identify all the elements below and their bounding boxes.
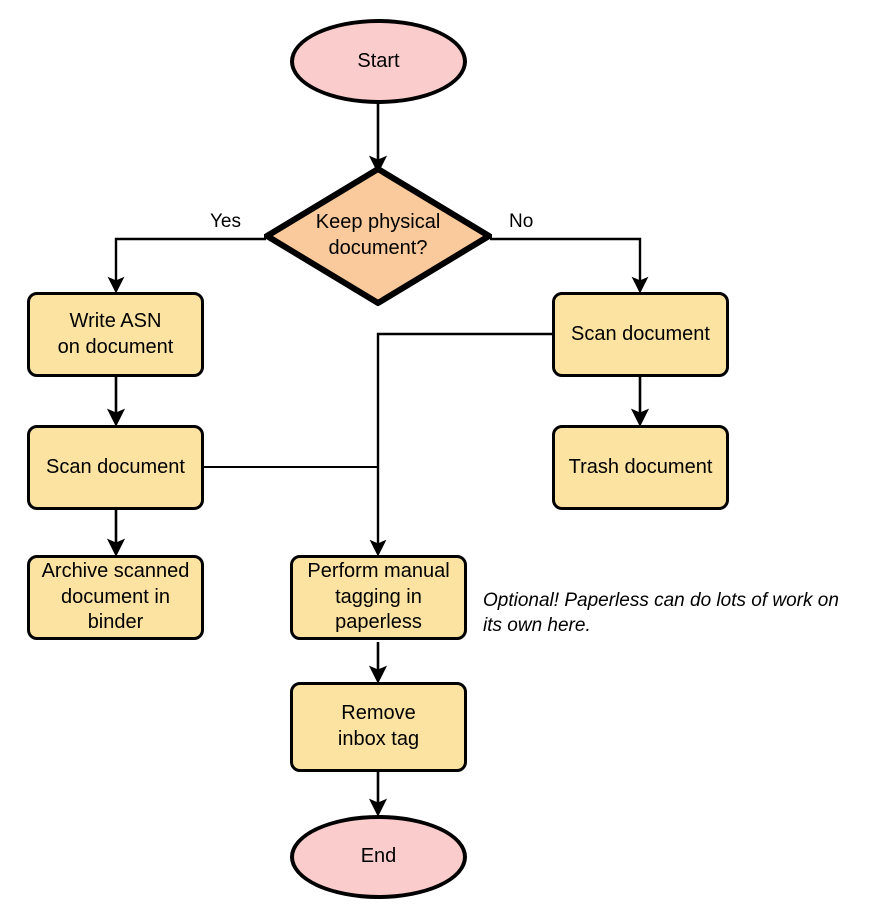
node-remove-inbox-label-line1: Remove bbox=[341, 702, 416, 725]
node-remove-inbox-label-line2: inbox tag bbox=[337, 728, 420, 750]
edge-label-no: No bbox=[509, 211, 534, 232]
node-decision-label: Keep physical document? bbox=[264, 166, 492, 306]
diamond-shape-icon bbox=[264, 166, 492, 306]
node-decision-keep-physical-document[interactable]: Keep physical document? bbox=[264, 166, 492, 306]
node-write-asn-label-line1: Write ASN bbox=[69, 309, 162, 332]
node-trash-document-label: Trash document bbox=[568, 455, 713, 478]
node-end-label: End bbox=[360, 845, 397, 868]
node-remove-inbox-tag[interactable]: Remove inbox tag bbox=[290, 682, 467, 772]
node-end[interactable]: End bbox=[290, 815, 467, 899]
node-start[interactable]: Start bbox=[290, 19, 467, 104]
node-scan-document-left[interactable]: Scan document bbox=[27, 425, 204, 510]
node-trash-document[interactable]: Trash document bbox=[552, 425, 729, 510]
node-write-asn-label-line2: on document bbox=[57, 335, 174, 358]
node-scan-document-left-label: Scan document bbox=[46, 455, 185, 478]
node-manual-tagging-label-line2: tagging in bbox=[335, 585, 422, 608]
node-manual-tagging-label-line3: paperless bbox=[335, 611, 422, 634]
node-archive-label-line3: binder bbox=[87, 611, 144, 634]
node-decision-label-line1: Keep physical bbox=[315, 211, 441, 234]
annotation-line1: Optional! Paperless can do lots of work … bbox=[483, 590, 839, 611]
node-scan-document-right-label: Scan document bbox=[571, 322, 710, 345]
node-perform-manual-tagging[interactable]: Perform manual tagging in paperless bbox=[290, 555, 467, 640]
node-start-label: Start bbox=[357, 49, 400, 72]
annotation-optional-paperless: Optional! Paperless can do lots of work … bbox=[483, 588, 883, 638]
edge-decision-no-to-scan-right bbox=[490, 237, 649, 294]
node-archive-scanned-document[interactable]: Archive scanned document in binder bbox=[27, 555, 204, 640]
edge-scan-right-to-manual-tagging bbox=[369, 332, 552, 557]
annotation-line2: its own here. bbox=[483, 615, 591, 637]
node-write-asn-on-document[interactable]: Write ASN on document bbox=[27, 292, 204, 377]
edge-decision-yes-to-write-asn bbox=[107, 237, 266, 294]
node-scan-document-right[interactable]: Scan document bbox=[552, 292, 729, 377]
node-archive-label-line1: Archive scanned bbox=[41, 560, 190, 583]
node-decision-label-line2: document? bbox=[328, 237, 428, 259]
node-archive-label-line2: document in bbox=[61, 585, 170, 608]
edge-label-yes: Yes bbox=[210, 211, 241, 232]
node-manual-tagging-label-line1: Perform manual bbox=[307, 560, 450, 583]
